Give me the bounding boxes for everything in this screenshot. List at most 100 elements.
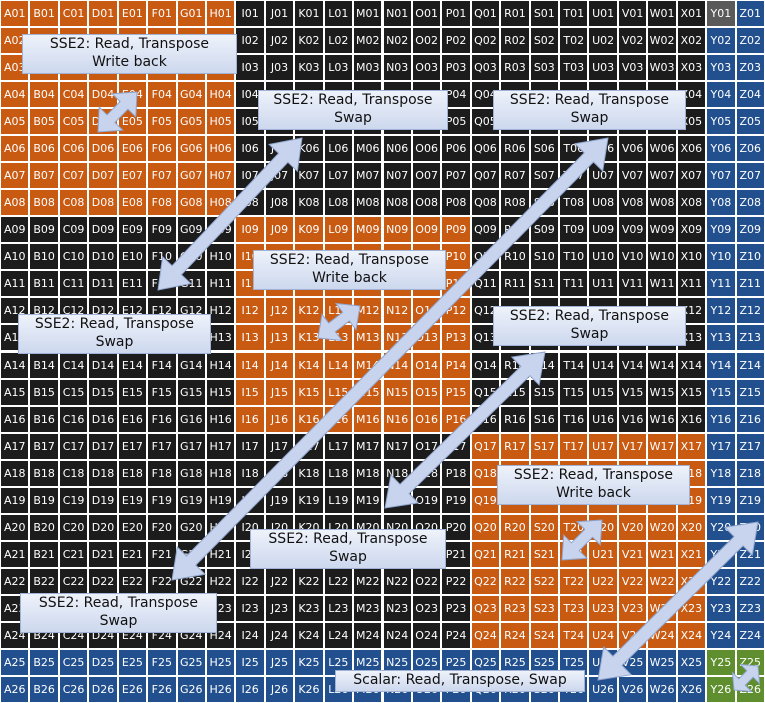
cell-I24: I24 <box>235 621 265 649</box>
cell-X25: X25 <box>676 648 707 676</box>
cell-L19: L19 <box>323 486 354 514</box>
cell-Y25: Y25 <box>706 648 736 676</box>
cell-F01: F01 <box>147 0 177 28</box>
cell-V23: V23 <box>617 594 648 622</box>
cell-M22: M22 <box>353 567 383 595</box>
cell-L15: L15 <box>323 378 354 406</box>
cell-R09: R09 <box>500 216 530 244</box>
cell-K22: K22 <box>294 567 324 595</box>
cell-N09: N09 <box>382 216 412 244</box>
cell-Q20: Q20 <box>470 513 501 541</box>
cell-B11: B11 <box>29 270 59 298</box>
cell-L16: L16 <box>323 405 354 433</box>
cell-K15: K15 <box>294 378 324 406</box>
cell-M02: M02 <box>353 27 383 55</box>
cell-D11: D11 <box>88 270 118 298</box>
cell-U03: U03 <box>588 54 618 82</box>
cell-X09: X09 <box>676 216 707 244</box>
cell-Y17: Y17 <box>706 432 736 460</box>
cell-A09: A09 <box>0 216 30 244</box>
cell-K24: K24 <box>294 621 324 649</box>
cell-H04: H04 <box>205 81 236 109</box>
cell-C05: C05 <box>58 108 89 136</box>
block-separator <box>0 431 765 434</box>
cell-V07: V07 <box>617 162 648 190</box>
cell-E01: E01 <box>117 0 148 28</box>
cell-H01: H01 <box>205 0 236 28</box>
cell-Y16: Y16 <box>706 405 736 433</box>
cell-H16: H16 <box>205 405 236 433</box>
cell-U07: U07 <box>588 162 618 190</box>
cell-X24: X24 <box>676 621 707 649</box>
cell-C07: C07 <box>58 162 89 190</box>
cell-E04: E04 <box>117 81 148 109</box>
cell-W14: W14 <box>647 351 677 379</box>
cell-X10: X10 <box>676 243 707 271</box>
cell-O02: O02 <box>411 27 442 55</box>
cell-M12: M12 <box>353 297 383 325</box>
cell-G25: G25 <box>176 648 206 676</box>
cell-Q11: Q11 <box>470 270 501 298</box>
cell-J08: J08 <box>264 189 295 217</box>
cell-A06: A06 <box>0 135 30 163</box>
cell-U21: U21 <box>588 540 618 568</box>
block-separator <box>0 215 765 218</box>
cell-E22: E22 <box>117 567 148 595</box>
cell-Z24: Z24 <box>735 621 765 649</box>
cell-Y26: Y26 <box>706 675 736 703</box>
cell-F07: F07 <box>147 162 177 190</box>
cell-X07: X07 <box>676 162 707 190</box>
cell-E18: E18 <box>117 459 148 487</box>
cell-Y09: Y09 <box>706 216 736 244</box>
cell-H17: H17 <box>205 432 236 460</box>
cell-Z03: Z03 <box>735 54 765 82</box>
cell-T23: T23 <box>559 594 589 622</box>
cell-J13: J13 <box>264 324 295 352</box>
cell-G01: G01 <box>176 0 206 28</box>
cell-F15: F15 <box>147 378 177 406</box>
cell-G20: G20 <box>176 513 206 541</box>
cell-O24: O24 <box>411 621 442 649</box>
cell-Z08: Z08 <box>735 189 765 217</box>
cell-C22: C22 <box>58 567 89 595</box>
cell-T24: T24 <box>559 621 589 649</box>
cell-T08: T08 <box>559 189 589 217</box>
cell-K16: K16 <box>294 405 324 433</box>
cell-C04: C04 <box>58 81 89 109</box>
cell-P02: P02 <box>441 27 471 55</box>
cell-R17: R17 <box>500 432 530 460</box>
cell-Z22: Z22 <box>735 567 765 595</box>
cell-T09: T09 <box>559 216 589 244</box>
cell-Z15: Z15 <box>735 378 765 406</box>
cell-S10: S10 <box>529 243 560 271</box>
cell-I01: I01 <box>235 0 265 28</box>
cell-F06: F06 <box>147 135 177 163</box>
cell-P03: P03 <box>441 54 471 82</box>
cell-V09: V09 <box>617 216 648 244</box>
cell-R22: R22 <box>500 567 530 595</box>
cell-V25: V25 <box>617 648 648 676</box>
cell-L08: L08 <box>323 189 354 217</box>
cell-U02: U02 <box>588 27 618 55</box>
cell-M17: M17 <box>353 432 383 460</box>
cell-W08: W08 <box>647 189 677 217</box>
cell-Q23: Q23 <box>470 594 501 622</box>
cell-H11: H11 <box>205 270 236 298</box>
cell-W16: W16 <box>647 405 677 433</box>
cell-E26: E26 <box>117 675 148 703</box>
cell-Y12: Y12 <box>706 297 736 325</box>
cell-U08: U08 <box>588 189 618 217</box>
cell-E09: E09 <box>117 216 148 244</box>
cell-A25: A25 <box>0 648 30 676</box>
cell-D22: D22 <box>88 567 118 595</box>
cell-L17: L17 <box>323 432 354 460</box>
cell-D19: D19 <box>88 486 118 514</box>
cell-V21: V21 <box>617 540 648 568</box>
cell-O06: O06 <box>411 135 442 163</box>
cell-J23: J23 <box>264 594 295 622</box>
cell-Z11: Z11 <box>735 270 765 298</box>
cell-B25: B25 <box>29 648 59 676</box>
cell-V15: V15 <box>617 378 648 406</box>
cell-P14: P14 <box>441 351 471 379</box>
cell-Z16: Z16 <box>735 405 765 433</box>
